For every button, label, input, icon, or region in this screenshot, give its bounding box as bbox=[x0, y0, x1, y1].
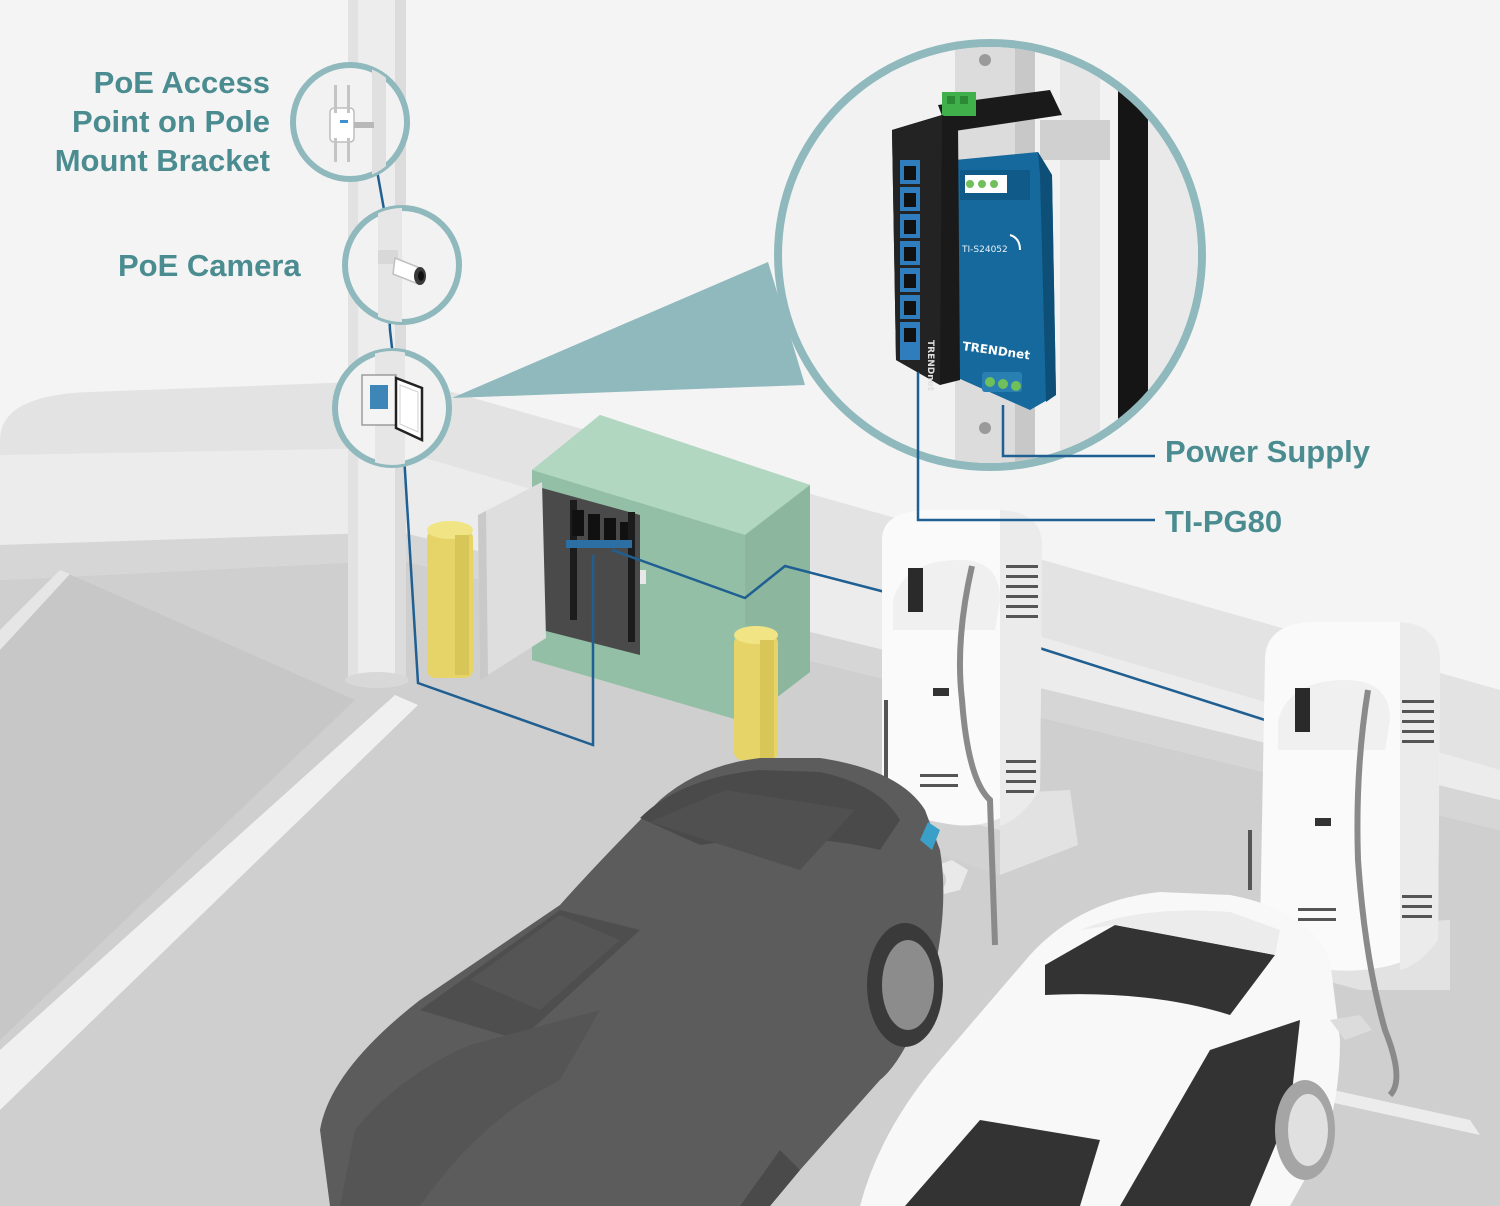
zoom-pointer bbox=[452, 262, 805, 398]
power-supply-label: Power Supply bbox=[1165, 434, 1370, 469]
psu-model-text: TI-S24052 bbox=[961, 245, 1008, 255]
power-supply-unit: TI-S24052 TRENDnet bbox=[955, 152, 1056, 410]
switch-label: TI-PG80 bbox=[1165, 504, 1283, 539]
switch-leader bbox=[916, 372, 1155, 522]
ev-charger-2 bbox=[1248, 622, 1450, 1098]
parking-line bbox=[0, 695, 418, 1110]
access-point-label-line-1: PoE Access bbox=[93, 65, 270, 100]
dark-car bbox=[320, 758, 944, 1206]
access-point-label: PoE Access Point on Pole Mount Bracket bbox=[18, 63, 270, 180]
zoom-callout: TI-S24052 TRENDnet bbox=[774, 39, 1206, 471]
enclosure-callout bbox=[332, 348, 452, 468]
access-point-callout bbox=[290, 62, 410, 182]
bollard-left bbox=[427, 521, 473, 678]
enclosure-icon bbox=[361, 351, 424, 465]
access-point-icon bbox=[329, 65, 386, 179]
white-car bbox=[860, 892, 1372, 1206]
label-leaders bbox=[916, 372, 1155, 522]
bollard-right bbox=[734, 626, 778, 760]
access-point-label-line-3: Mount Bracket bbox=[54, 143, 270, 178]
charger-cable-1 bbox=[611, 548, 886, 600]
charger-cable-2 bbox=[1029, 643, 1266, 722]
switch-brand-text: TRENDnet bbox=[925, 340, 935, 392]
power-supply-leader bbox=[1001, 405, 1155, 458]
din-rail bbox=[938, 90, 1062, 132]
access-point-label-line-2: Point on Pole bbox=[71, 104, 270, 139]
windshield bbox=[650, 790, 855, 870]
camera-label: PoE Camera bbox=[118, 248, 301, 283]
poe-switch-unit: TRENDnet bbox=[892, 115, 960, 392]
camera-callout bbox=[342, 205, 462, 325]
bullet-camera-icon bbox=[378, 208, 426, 322]
